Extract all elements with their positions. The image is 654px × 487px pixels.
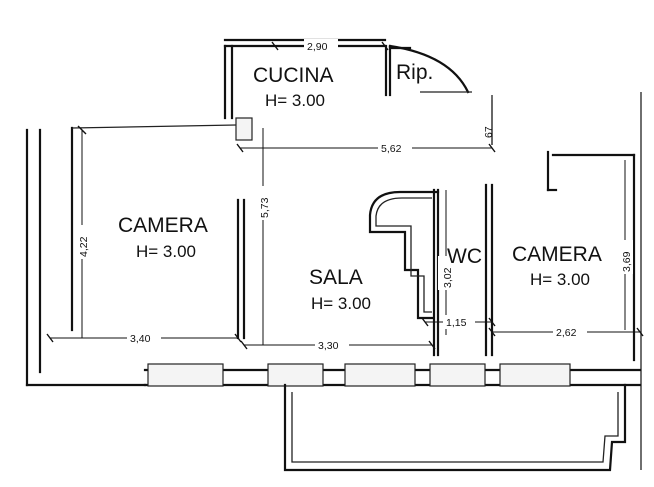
dim-camera-right-depth: 3,69: [621, 251, 633, 272]
room-label-wc: WC: [447, 245, 482, 268]
room-label-camera-left: CAMERA: [118, 214, 208, 237]
room-height-sala: H= 3.00: [311, 294, 371, 313]
dim-cucina-width: 2,90: [307, 41, 328, 53]
sala-counter: [368, 190, 440, 320]
windows: [147, 363, 571, 387]
room-label-ripostiglio: Rip.: [396, 61, 433, 84]
dim-small-vertical: 67: [483, 126, 495, 138]
dim-sala-width: 3,30: [318, 340, 339, 352]
balcony: [283, 383, 627, 472]
sala-counter-inner: [375, 197, 432, 313]
room-height-camera-left: H= 3.00: [136, 242, 196, 261]
dim-sala-depth: 5,73: [259, 197, 271, 218]
dim-corridor-length: 5,62: [381, 143, 402, 155]
dim-wc-width: 1,15: [446, 317, 467, 329]
room-height-cucina: H= 3.00: [265, 91, 325, 110]
dim-camera-left-depth: 4,22: [78, 236, 90, 257]
dim-camera-right-width: 2,62: [556, 327, 577, 339]
room-label-camera-right: CAMERA: [512, 243, 602, 266]
wall-stub: [235, 117, 253, 141]
room-label-cucina: CUCINA: [253, 64, 334, 87]
room-height-camera-right: H= 3.00: [530, 270, 590, 289]
dim-camera-left-width: 3,40: [130, 333, 151, 345]
room-label-sala: SALA: [309, 266, 363, 289]
dim-wc-depth: 3,02: [442, 267, 454, 288]
